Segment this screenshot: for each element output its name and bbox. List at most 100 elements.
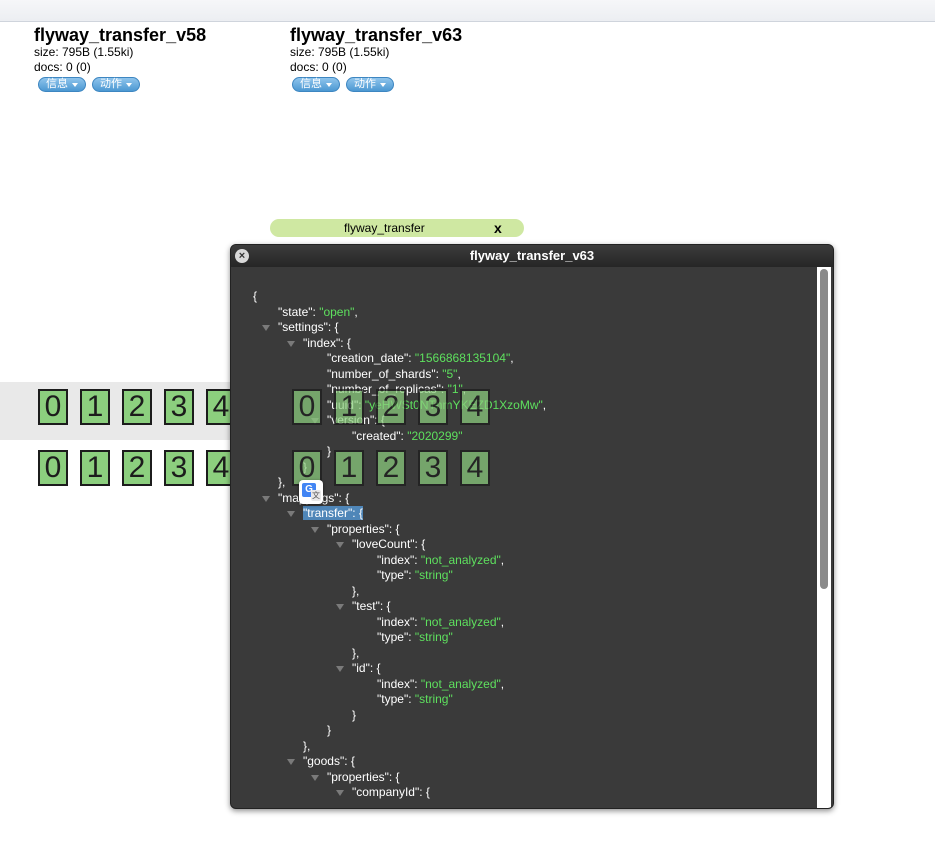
json-punct: , xyxy=(457,366,461,381)
json-key: "type": xyxy=(377,568,415,582)
collapse-toggle-icon[interactable] xyxy=(287,511,295,517)
json-key: "test": { xyxy=(352,599,391,613)
json-punct: , xyxy=(500,614,505,629)
json-line: "companyId": { xyxy=(352,785,430,800)
json-key: "settings": { xyxy=(278,320,339,334)
digit-box: 1 xyxy=(334,389,364,425)
json-key: "type": xyxy=(377,692,415,706)
json-key: "loveCount": { xyxy=(352,537,426,551)
digit-box: 2 xyxy=(122,450,152,486)
scrollbar[interactable] xyxy=(817,267,831,808)
index-size: size: 795B (1.55ki) xyxy=(290,45,390,59)
json-key: "index": xyxy=(377,614,421,629)
json-key: "companyId": { xyxy=(352,785,430,799)
json-line: "index": { xyxy=(303,336,351,351)
json-value: "not_analyzed" xyxy=(420,676,501,691)
digit-box: 3 xyxy=(418,450,448,486)
digit-row-bottom-right: 0 1 2 3 4 xyxy=(292,450,502,486)
json-key: "properties": { xyxy=(327,769,400,784)
digit-box: 2 xyxy=(376,450,406,486)
json-line: "transfer": { xyxy=(303,506,363,521)
json-punct: , xyxy=(500,552,505,567)
index-name: flyway_transfer_v58 xyxy=(34,25,207,45)
digit-box: 1 xyxy=(80,450,110,486)
json-key: } xyxy=(327,444,332,458)
alias-name: flyway_transfer xyxy=(344,221,425,235)
scrollbar-thumb[interactable] xyxy=(820,269,828,589)
index-info-dialog: flyway_transfer_v63 × {"state": "open","… xyxy=(230,244,834,809)
json-value: "1566868135104" xyxy=(414,351,511,365)
digit-box: 3 xyxy=(164,450,194,486)
json-line: }, xyxy=(352,646,359,661)
json-line: }, xyxy=(303,739,310,754)
collapse-toggle-icon[interactable] xyxy=(336,790,344,796)
alias-remove-button[interactable]: x xyxy=(494,220,502,236)
collapse-toggle-icon[interactable] xyxy=(311,526,319,533)
json-key: "state": xyxy=(278,304,320,319)
json-line: "test": { xyxy=(352,599,391,614)
collapse-toggle-icon[interactable] xyxy=(262,325,270,331)
digit-box: 3 xyxy=(164,389,194,425)
action-button[interactable]: 动作 xyxy=(346,77,394,92)
json-line: "index": "not_analyzed", xyxy=(377,553,504,568)
json-value: "2020299" xyxy=(407,428,463,443)
json-line: } xyxy=(352,708,356,723)
close-icon[interactable]: × xyxy=(235,249,249,263)
json-key: "number_of_shards": xyxy=(327,366,443,381)
index-card-v58: flyway_transfer_v58 size: 795B (1.55ki) … xyxy=(34,25,206,92)
alias-tag[interactable]: flyway_transfer x xyxy=(270,219,524,237)
json-line: "state": "open", xyxy=(278,305,358,320)
digit-box: 0 xyxy=(38,389,68,425)
caret-down-icon xyxy=(380,82,386,87)
collapse-toggle-icon[interactable] xyxy=(287,759,295,765)
dialog-title: flyway_transfer_v63 xyxy=(231,245,833,267)
collapse-toggle-icon[interactable] xyxy=(311,774,319,781)
json-line: "index": "not_analyzed", xyxy=(377,615,504,630)
index-docs: docs: 0 (0) xyxy=(290,60,347,74)
collapse-toggle-icon[interactable] xyxy=(336,604,344,610)
digit-box: 0 xyxy=(292,389,322,425)
json-value: "yeHWSt0NTnmYKEZD1XzoMw" xyxy=(364,397,543,412)
google-translate-icon[interactable]: G 文 xyxy=(299,480,323,504)
json-value: "not_analyzed" xyxy=(420,552,501,567)
collapse-toggle-icon[interactable] xyxy=(336,666,344,672)
digit-box: 0 xyxy=(38,450,68,486)
index-card-v63: flyway_transfer_v63 size: 795B (1.55ki) … xyxy=(290,25,462,92)
json-key: "properties": { xyxy=(327,521,400,536)
json-line: "creation_date": "1566868135104", xyxy=(327,351,514,366)
json-line: } xyxy=(327,723,331,738)
json-line: "properties": { xyxy=(327,522,400,537)
json-key: "type": xyxy=(377,630,415,644)
json-key: } xyxy=(327,723,332,737)
collapse-toggle-icon[interactable] xyxy=(336,542,344,548)
json-value: "string" xyxy=(414,568,453,582)
json-key: "id": { xyxy=(352,661,381,675)
json-line: "id": { xyxy=(352,661,381,676)
json-line: "number_of_shards": "5", xyxy=(327,367,461,382)
caret-down-icon xyxy=(72,82,78,87)
info-button[interactable]: 信息 xyxy=(292,77,340,92)
json-punct: , xyxy=(542,397,547,412)
json-key: "transfer": { xyxy=(303,506,363,520)
info-button[interactable]: 信息 xyxy=(38,77,86,92)
json-key: }, xyxy=(278,475,286,489)
json-key: }, xyxy=(303,738,311,753)
json-line: "type": "string" xyxy=(377,568,453,583)
collapse-toggle-icon[interactable] xyxy=(262,495,270,502)
json-key: "index": xyxy=(377,552,421,567)
collapse-toggle-icon[interactable] xyxy=(287,340,295,347)
json-line: { xyxy=(253,289,257,304)
json-line: } xyxy=(327,444,331,459)
index-name: flyway_transfer_v63 xyxy=(290,25,463,45)
json-line: }, xyxy=(278,475,285,490)
top-bar xyxy=(0,0,935,22)
digit-box: 4 xyxy=(460,450,490,486)
digit-box: 3 xyxy=(418,389,448,425)
digit-box: 4 xyxy=(460,389,490,425)
digit-box: 2 xyxy=(122,389,152,425)
json-key: }, xyxy=(352,645,360,660)
json-key: "goods": { xyxy=(303,754,355,768)
action-button[interactable]: 动作 xyxy=(92,77,140,92)
index-docs: docs: 0 (0) xyxy=(34,60,91,74)
json-viewer: { "state": "open","settings": { "index": {… xyxy=(231,267,819,808)
